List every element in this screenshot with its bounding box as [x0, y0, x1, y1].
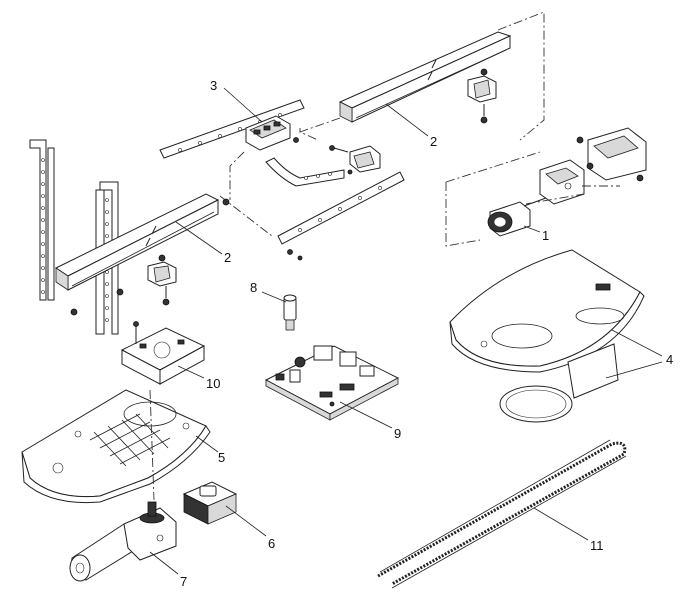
trolley-arm — [265, 145, 381, 187]
callout-10: 10 — [206, 376, 220, 391]
callout-2-upper: 2 — [430, 134, 437, 149]
guide-line-right — [445, 151, 620, 247]
guide-line-upper — [298, 11, 545, 141]
callout-4: 4 — [666, 352, 673, 367]
part-6-transformer — [182, 481, 238, 525]
part-2-upper-rail — [338, 31, 512, 124]
part-4-cover — [449, 249, 645, 423]
callout-9: 9 — [394, 426, 401, 441]
part-8 — [283, 294, 297, 331]
part-2-lower-rail — [55, 193, 230, 316]
callout-3: 3 — [210, 78, 217, 93]
part-10 — [120, 321, 206, 385]
part-7-motor — [69, 501, 177, 582]
flat-bar — [277, 171, 405, 261]
callout-5: 5 — [218, 450, 225, 465]
hanging-bracket-left — [29, 139, 119, 335]
part-5-base — [21, 389, 211, 504]
part-11-chain — [377, 439, 627, 589]
part-3-trolley — [159, 99, 305, 159]
part-1-bracket — [487, 127, 647, 237]
callout-1: 1 — [542, 228, 549, 243]
part-9-board — [264, 345, 400, 421]
guide-line-middle — [203, 151, 273, 237]
callout-7: 7 — [180, 574, 187, 589]
leader-lines — [149, 87, 663, 575]
callout-2-lower: 2 — [224, 250, 231, 265]
callout-6: 6 — [268, 536, 275, 551]
callout-8: 8 — [250, 280, 257, 295]
callout-11: 11 — [590, 538, 604, 553]
